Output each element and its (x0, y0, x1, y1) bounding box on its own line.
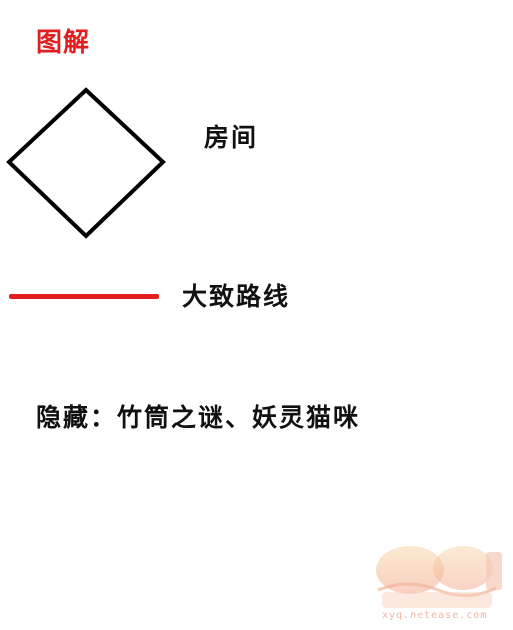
room-diamond-symbol (6, 87, 166, 239)
site-watermark-logo (376, 546, 502, 608)
diagram-title: 图解 (36, 28, 91, 58)
room-legend-label: 房间 (204, 123, 259, 152)
route-line-symbol (9, 294, 159, 299)
hidden-note: 隐藏：竹筒之谜、妖灵猫咪 (36, 403, 361, 432)
watermark-url: xyq.netease.com (382, 610, 488, 621)
route-legend-label: 大致路线 (182, 282, 291, 311)
